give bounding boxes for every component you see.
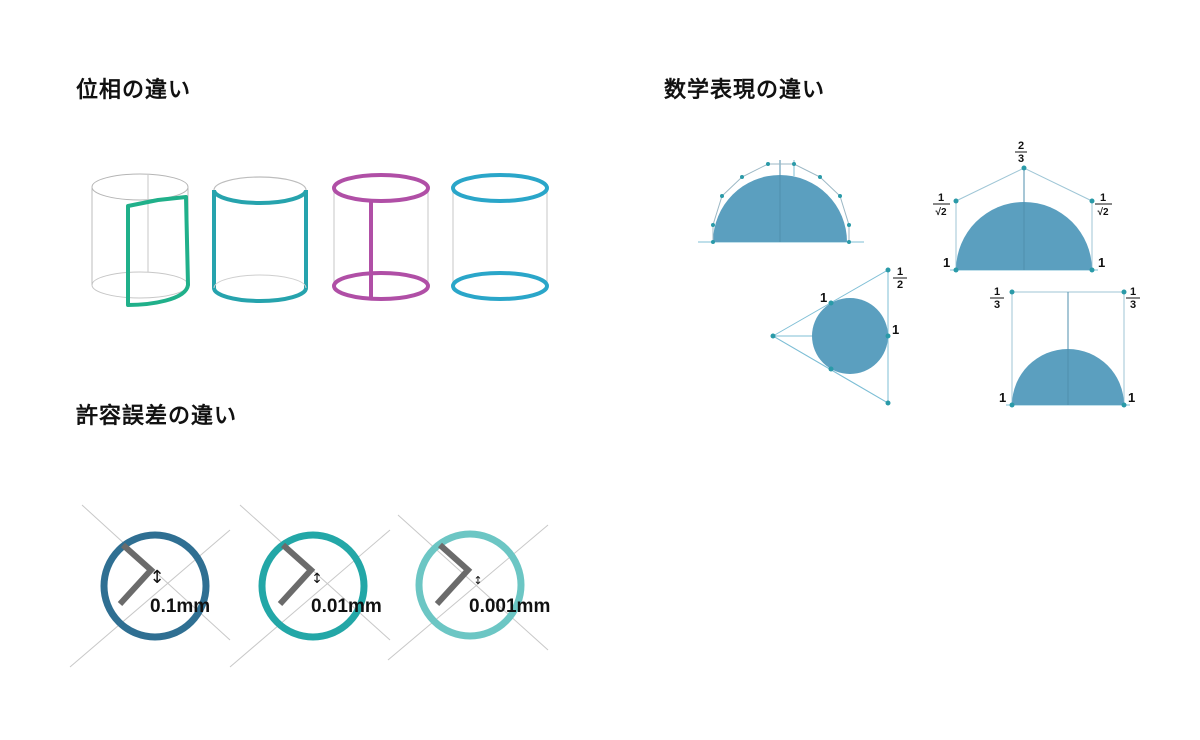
- svg-text:1: 1: [994, 286, 1000, 298]
- tolerance-label-1: 0.1mm: [150, 596, 210, 617]
- tolerance-label-2: 0.01mm: [311, 596, 382, 617]
- math-circle-triangle: 1 2 1 1: [770, 266, 907, 406]
- heading-math: 数学表現の違い: [664, 78, 826, 103]
- math-segmented-arc: [698, 160, 864, 244]
- svg-text:1: 1: [1130, 286, 1136, 298]
- arrow-icon-3: ↕: [473, 574, 482, 587]
- label-square-one-left: 1: [999, 390, 1006, 405]
- label-bottom-left: 1: [943, 255, 950, 270]
- label-left-fraction: 1 √2: [933, 192, 950, 218]
- tolerance-ring-1: ↕ 0.1mm: [69, 504, 231, 668]
- label-third-right: 1 3: [1126, 286, 1140, 311]
- svg-text:2: 2: [1018, 140, 1024, 152]
- heading-tolerance: 許容誤差の違い: [76, 404, 238, 429]
- cylinder-open: [212, 176, 308, 303]
- cylinder-wire-1: [91, 173, 190, 307]
- label-top-fraction: 2 3: [1015, 140, 1027, 165]
- tolerance-ring-3: ↕ 0.001mm: [387, 514, 550, 661]
- label-circle-one-right: 1: [892, 322, 899, 337]
- math-rational-arc: 2 3 1 √2 1 √2 1 1: [933, 140, 1112, 273]
- svg-text:1: 1: [938, 192, 944, 204]
- svg-text:1: 1: [1100, 192, 1106, 204]
- tolerance-label-3: 0.001mm: [469, 596, 550, 617]
- label-circle-one-left: 1: [820, 290, 827, 305]
- svg-text:3: 3: [1018, 153, 1024, 165]
- tolerance-ring-2: ↕ 0.01mm: [229, 504, 391, 668]
- svg-text:1: 1: [897, 266, 903, 278]
- svg-text:√2: √2: [935, 207, 946, 218]
- label-third-left: 1 3: [990, 286, 1004, 311]
- heading-topology: 位相の違い: [76, 78, 192, 103]
- math-square-arc: 1 3 1 3 1 1: [990, 286, 1140, 408]
- green-patch-curve: [126, 195, 190, 307]
- arrow-icon-2: ↕: [311, 571, 323, 587]
- svg-text:2: 2: [897, 279, 903, 291]
- svg-text:√2: √2: [1097, 207, 1108, 218]
- svg-text:3: 3: [1130, 299, 1136, 311]
- svg-text:3: 3: [994, 299, 1000, 311]
- label-bottom-right: 1: [1098, 255, 1105, 270]
- label-square-one-right: 1: [1128, 390, 1135, 405]
- topology-cylinders: [91, 173, 549, 307]
- cylinder-rings: [451, 173, 549, 301]
- arrow-icon-1: ↕: [149, 567, 164, 588]
- label-right-fraction: 1 √2: [1095, 192, 1112, 218]
- cylinder-two-rings: [332, 173, 430, 301]
- label-half-fraction: 1 2: [893, 266, 907, 291]
